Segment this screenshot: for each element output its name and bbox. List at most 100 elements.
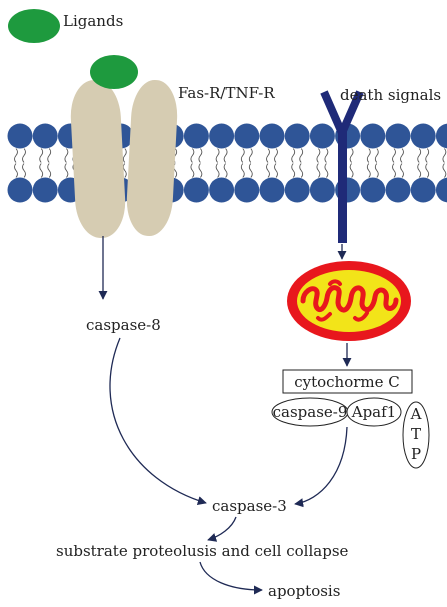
apoptosis-label: apoptosis [268,582,340,600]
lipid-head-outer [410,123,436,149]
lipid-tail [392,163,396,178]
lipid-tail [122,163,127,178]
lipid-tail [64,163,69,178]
lipid-head-outer [183,123,209,149]
apaf1-oval [346,397,402,427]
lipid-tail [316,163,321,178]
lipid-tail [366,163,371,178]
lipid-tail [291,163,296,178]
lipid-tail [240,163,245,178]
lipid-tail [442,163,447,178]
lipid-head-inner [410,177,436,203]
caspase-8-label: caspase-8 [86,316,161,334]
lipid-tail [299,148,304,163]
pathway-arrows [98,236,352,595]
lipid-tail [266,163,270,178]
lipid-head-outer [284,123,310,149]
apaf1-label: Apaf1 [351,403,396,421]
lipid-tail [316,148,321,163]
lipid-tail [223,148,228,163]
lipid-head-inner [183,177,209,203]
lipid-tail [425,148,430,163]
lipid-head-outer [360,123,386,149]
lipid-head-inner [309,177,335,203]
caspase-9-label: caspase-9 [273,403,348,421]
lipid-head-inner [259,177,285,203]
receptor-subunit-left [70,80,126,238]
ligands-label: Ligands [63,12,123,30]
lipid-tail [374,148,379,163]
lipid-tail [122,148,127,163]
lipid-head-outer [32,123,58,149]
lipid-head-outer [209,123,235,149]
lipid-tail [417,163,422,178]
lipid-head-inner [435,177,447,203]
lipid-tail [374,163,379,178]
lipid-tail [324,163,329,178]
lipid-head-inner [234,177,260,203]
lipid-tail [299,163,304,178]
lipid-tail [240,148,245,163]
lipid-tail [190,163,195,178]
lipid-tail [39,163,44,178]
cytochrome-c-box [282,369,413,394]
death-signals-label: death signals [340,86,441,104]
lipid-head-inner [360,177,386,203]
lipid-tail [22,148,26,163]
lipid-tail [324,148,329,163]
lipid-tail [198,148,203,163]
lipid-tail [442,148,447,163]
lipid-head-inner [385,177,411,203]
lipid-head-outer [385,123,411,149]
lipid-tail [366,148,371,163]
lipid-tail [266,148,270,163]
lipid-head-outer [435,123,447,149]
lipid-head-outer [309,123,335,149]
lipid-tail [400,163,404,178]
atp-label-t: T [411,425,421,443]
lipid-tail [198,163,203,178]
lipid-head-inner [7,177,33,203]
free-ligand [8,9,60,43]
lipid-head-outer [234,123,260,149]
caspase-3-label: caspase-3 [212,497,287,515]
fas-tnf-receptor [70,80,178,238]
lipid-tail [291,148,296,163]
lipid-tail [392,148,396,163]
lipid-tail [64,148,69,163]
lipid-tail [223,163,228,178]
lipid-tail [14,163,18,178]
lipid-tail [47,148,52,163]
lipid-tail [274,148,278,163]
lipid-tail [349,148,354,163]
lipid-tail [47,163,52,178]
lipid-head-inner [284,177,310,203]
lipid-head-inner [209,177,235,203]
atp-label-p: P [411,445,421,463]
lipid-tail [417,148,422,163]
receptor-subunit-right [126,80,178,236]
arrow-apoptosome-to-caspase-3 [294,426,348,508]
cytochrome-c-label: cytochorme C [294,373,400,391]
lipid-head-outer [259,123,285,149]
bound-ligand [90,55,138,89]
lipid-tail [274,163,278,178]
lipid-tail [349,163,354,178]
mitochondrion [287,261,411,341]
atp-label-a: A [410,405,422,423]
receptor-label: Fas-R/TNF-R [178,84,275,102]
lipid-tail [190,148,195,163]
arrow-caspase-8-to-caspase-3 [109,337,207,505]
death-signal-receptor [320,90,364,243]
atp-oval [402,401,430,469]
lipid-tail [248,148,253,163]
lipid-tail [248,163,253,178]
lipid-tail [400,148,404,163]
arrow-substrate-to-apoptosis [199,561,263,595]
lipid-head-outer [7,123,33,149]
substrate-label: substrate proteolusis and cell collapse [56,542,349,560]
arrow-caspase-3-to-substrate [207,516,237,542]
lipid-tail [425,163,430,178]
lipid-tail [215,163,220,178]
